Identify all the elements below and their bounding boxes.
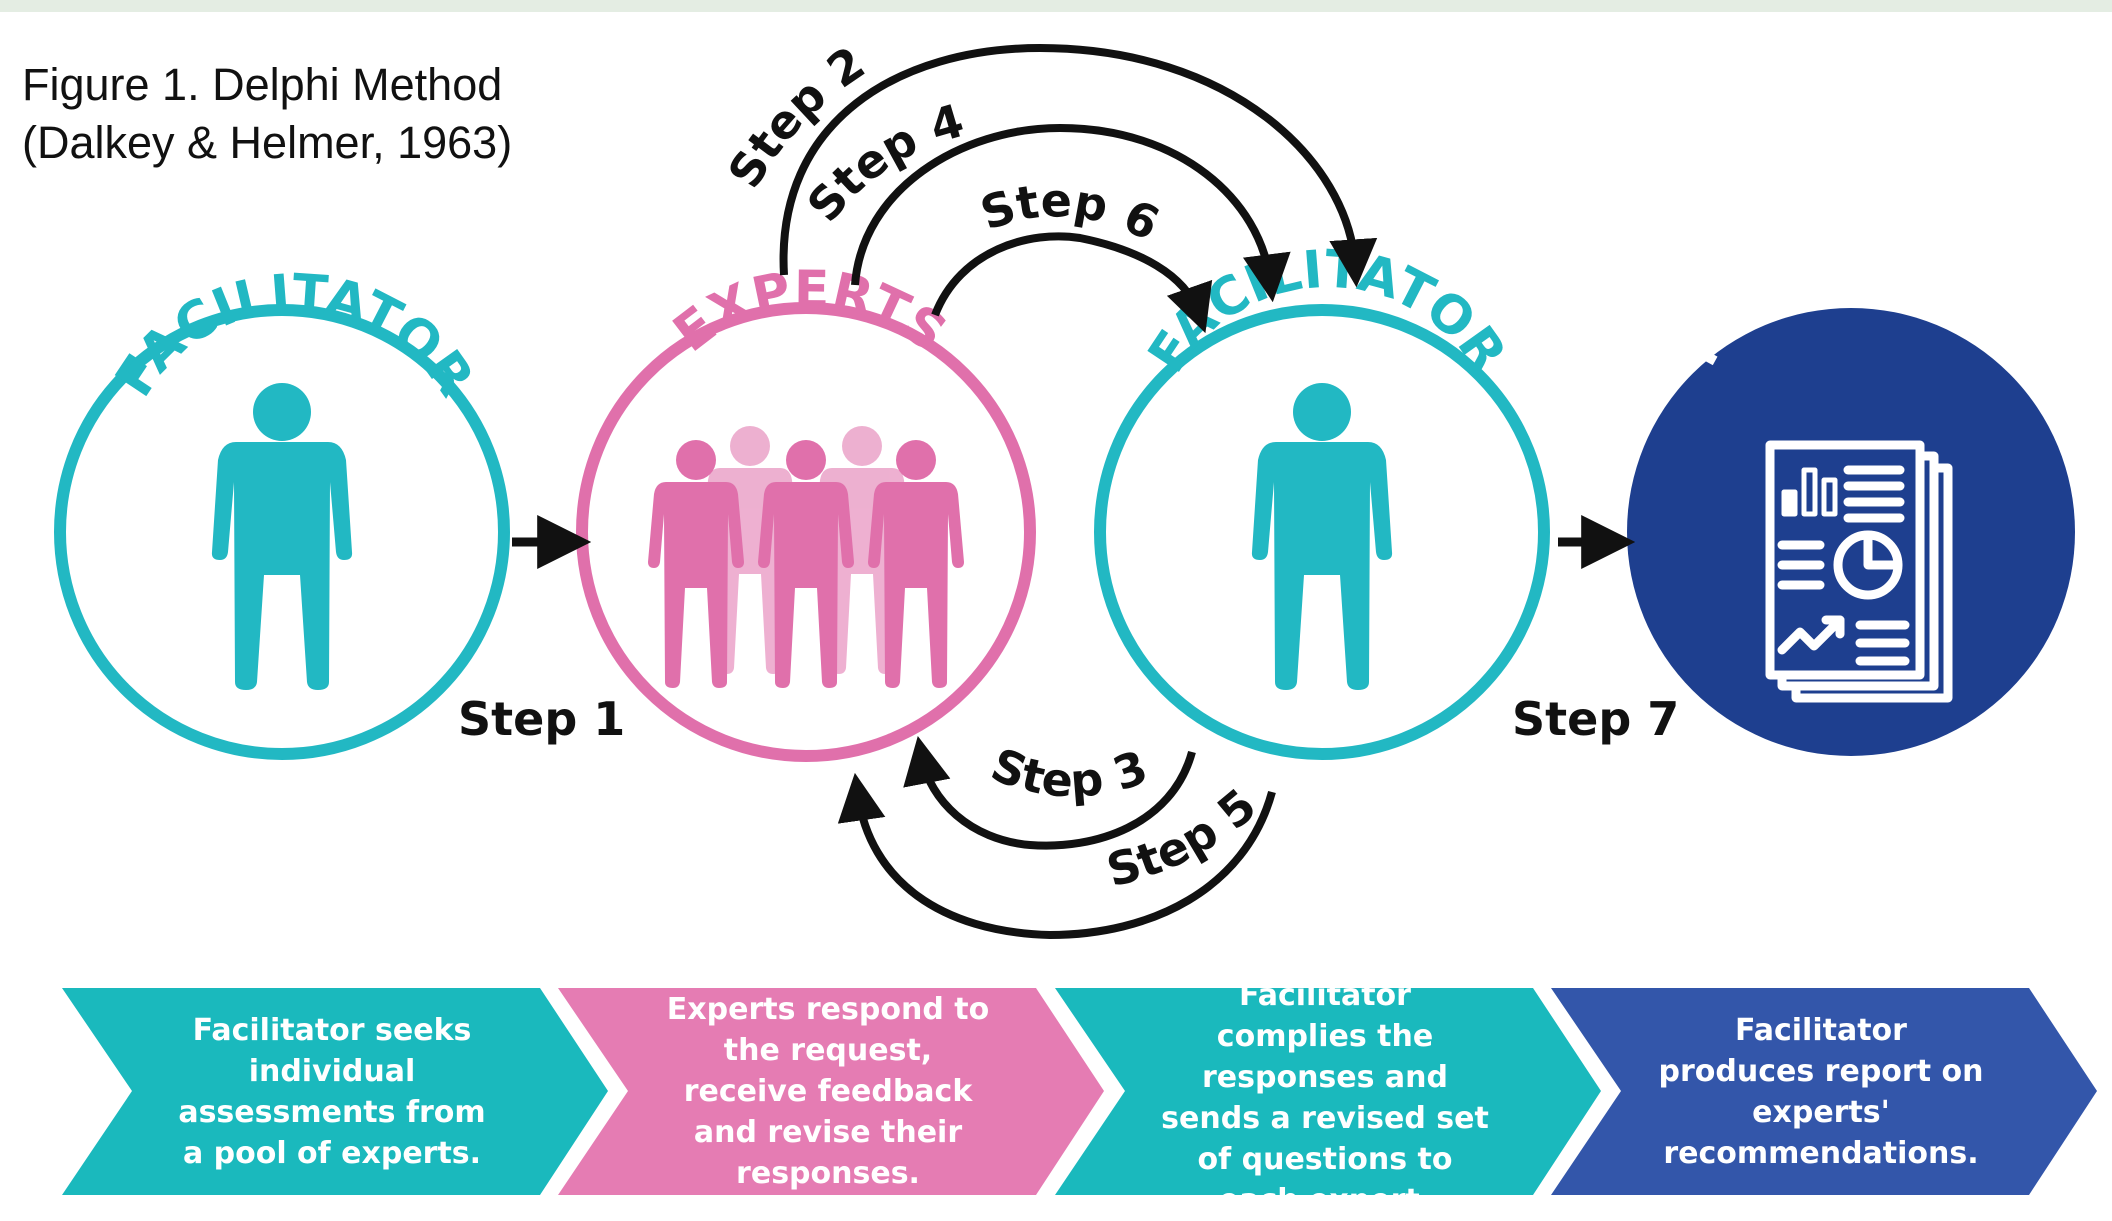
process-step-4: Facilitator produces report on experts' …	[1551, 988, 2091, 1195]
chevron-shape-4	[1551, 988, 2097, 1195]
arrow-step3	[903, 735, 1196, 850]
process-step-3-text: Facilitator complies the responses and s…	[1161, 977, 1489, 1218]
step7-label: Step 7	[1512, 692, 1680, 746]
chevron-shape-2	[558, 988, 1104, 1195]
arrow-step4	[851, 123, 1291, 303]
process-step-2-text: Experts respond to the request, receive …	[666, 992, 990, 1191]
arrow-step2	[779, 43, 1378, 288]
step1-label: Step 1	[458, 692, 626, 746]
delphi-diagram: FACILITATOR EXPERTS FACILITATOR FINAL RE…	[54, 35, 2075, 940]
process-step-4-text: Facilitator produces report on experts' …	[1658, 1012, 1984, 1171]
process-step-1-text: Facilitator seeks individual assessments…	[178, 1012, 486, 1171]
step3-label: Step 3	[984, 737, 1154, 808]
caption-title: Figure 1. Delphi Method	[22, 59, 503, 110]
arrow-step6	[931, 232, 1213, 334]
arrow-step5	[837, 772, 1276, 940]
person-icon	[1251, 383, 1393, 690]
process-chevrons	[62, 988, 2097, 1195]
report-document-icon	[1765, 440, 1953, 703]
chevron-shape-3	[1055, 988, 1601, 1195]
person-icon	[211, 383, 353, 690]
figure-caption: Figure 1. Delphi Method (Dalkey & Helmer…	[22, 56, 512, 172]
process-step-3: Facilitator complies the responses and s…	[1055, 978, 1595, 1218]
process-step-2: Experts respond to the request, receive …	[558, 988, 1098, 1195]
final-report-circle	[1627, 308, 2075, 756]
top-band	[0, 0, 2112, 12]
process-step-1: Facilitator seeks individual assessments…	[62, 988, 602, 1195]
caption-citation: (Dalkey & Helmer, 1963)	[22, 117, 513, 168]
chevron-shape-1	[62, 988, 608, 1195]
